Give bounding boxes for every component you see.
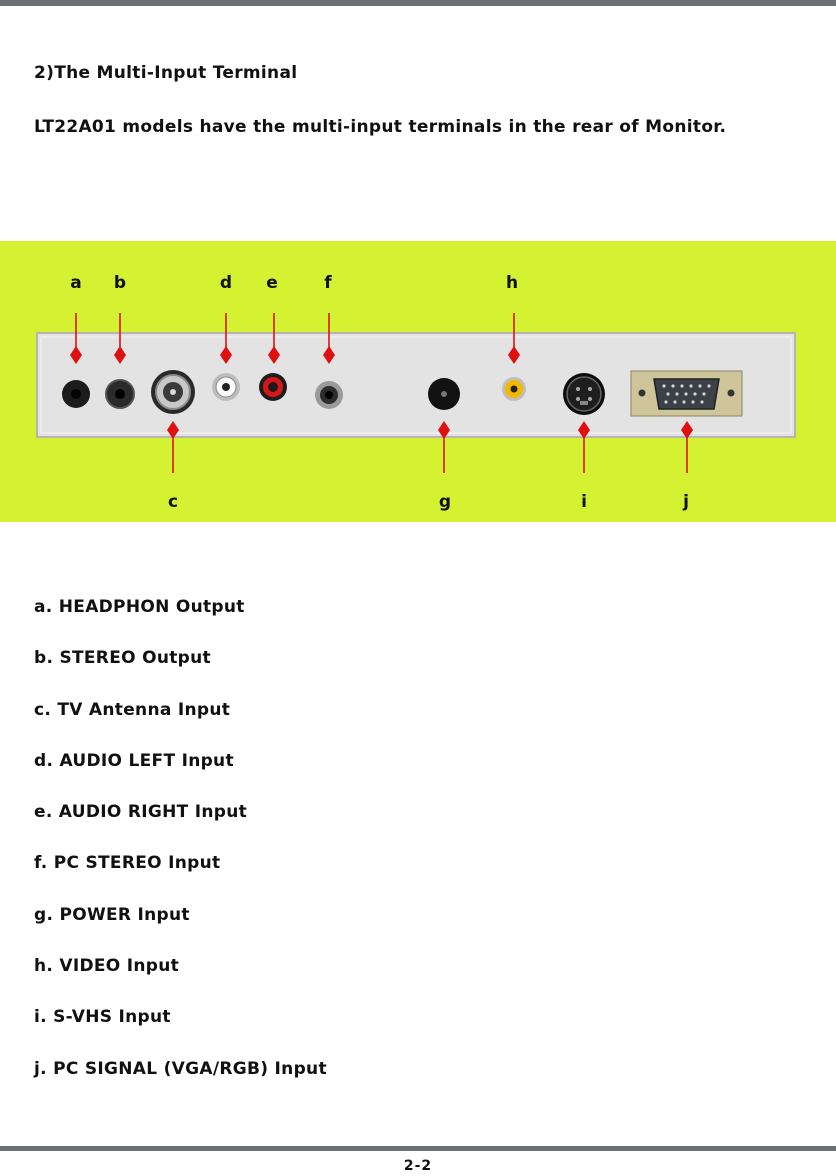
rear-panel-diagram: a b d e f h c g i j xyxy=(0,241,836,522)
legend-item-f: f. PC STEREO Input xyxy=(34,853,221,874)
pc-stereo-jack xyxy=(315,381,343,409)
legend-item-b: b. STEREO Output xyxy=(34,648,211,669)
legend-item-i: i. S-VHS Input xyxy=(34,1007,171,1028)
bottom-rule xyxy=(0,1146,836,1151)
legend-item-c: c. TV Antenna Input xyxy=(34,699,231,720)
page-number: 2-2 xyxy=(403,1158,433,1174)
legend-item-j: j. PC SIGNAL (VGA/RGB) Input xyxy=(34,1058,327,1079)
video-jack xyxy=(502,377,526,401)
label-a: a xyxy=(70,273,81,293)
stereo-out-jack xyxy=(105,379,135,409)
terminal-legend: a. HEADPHON Output b. STEREO Output c. T… xyxy=(34,595,327,1108)
top-rule xyxy=(0,0,836,6)
label-g: g xyxy=(439,492,451,512)
legend-item-g: g. POWER Input xyxy=(34,904,190,925)
headphone-jack xyxy=(62,380,90,408)
power-jack xyxy=(428,378,460,410)
audio-left-jack xyxy=(212,373,240,401)
svhs-connector xyxy=(563,373,605,415)
label-b: b xyxy=(114,273,126,293)
intro-paragraph: LT22A01 models have the multi-input term… xyxy=(34,117,727,137)
legend-item-e: e. AUDIO RIGHT Input xyxy=(34,802,248,823)
legend-item-a: a. HEADPHON Output xyxy=(34,597,245,617)
label-f: f xyxy=(324,273,332,293)
label-c: c xyxy=(168,492,178,512)
section-title: 2)The Multi-Input Terminal xyxy=(34,63,298,83)
label-i: i xyxy=(581,492,587,512)
antenna-connector xyxy=(151,370,195,414)
vga-connector xyxy=(630,370,743,417)
rear-panel-illustration: a b d e f h c g i j xyxy=(36,273,796,512)
label-j: j xyxy=(682,492,689,512)
legend-item-d: d. AUDIO LEFT Input xyxy=(34,750,234,771)
label-e: e xyxy=(266,273,278,293)
label-d: d xyxy=(220,273,232,293)
legend-item-h: h. VIDEO Input xyxy=(34,956,180,977)
label-h: h xyxy=(506,273,518,293)
audio-right-jack xyxy=(259,373,287,401)
